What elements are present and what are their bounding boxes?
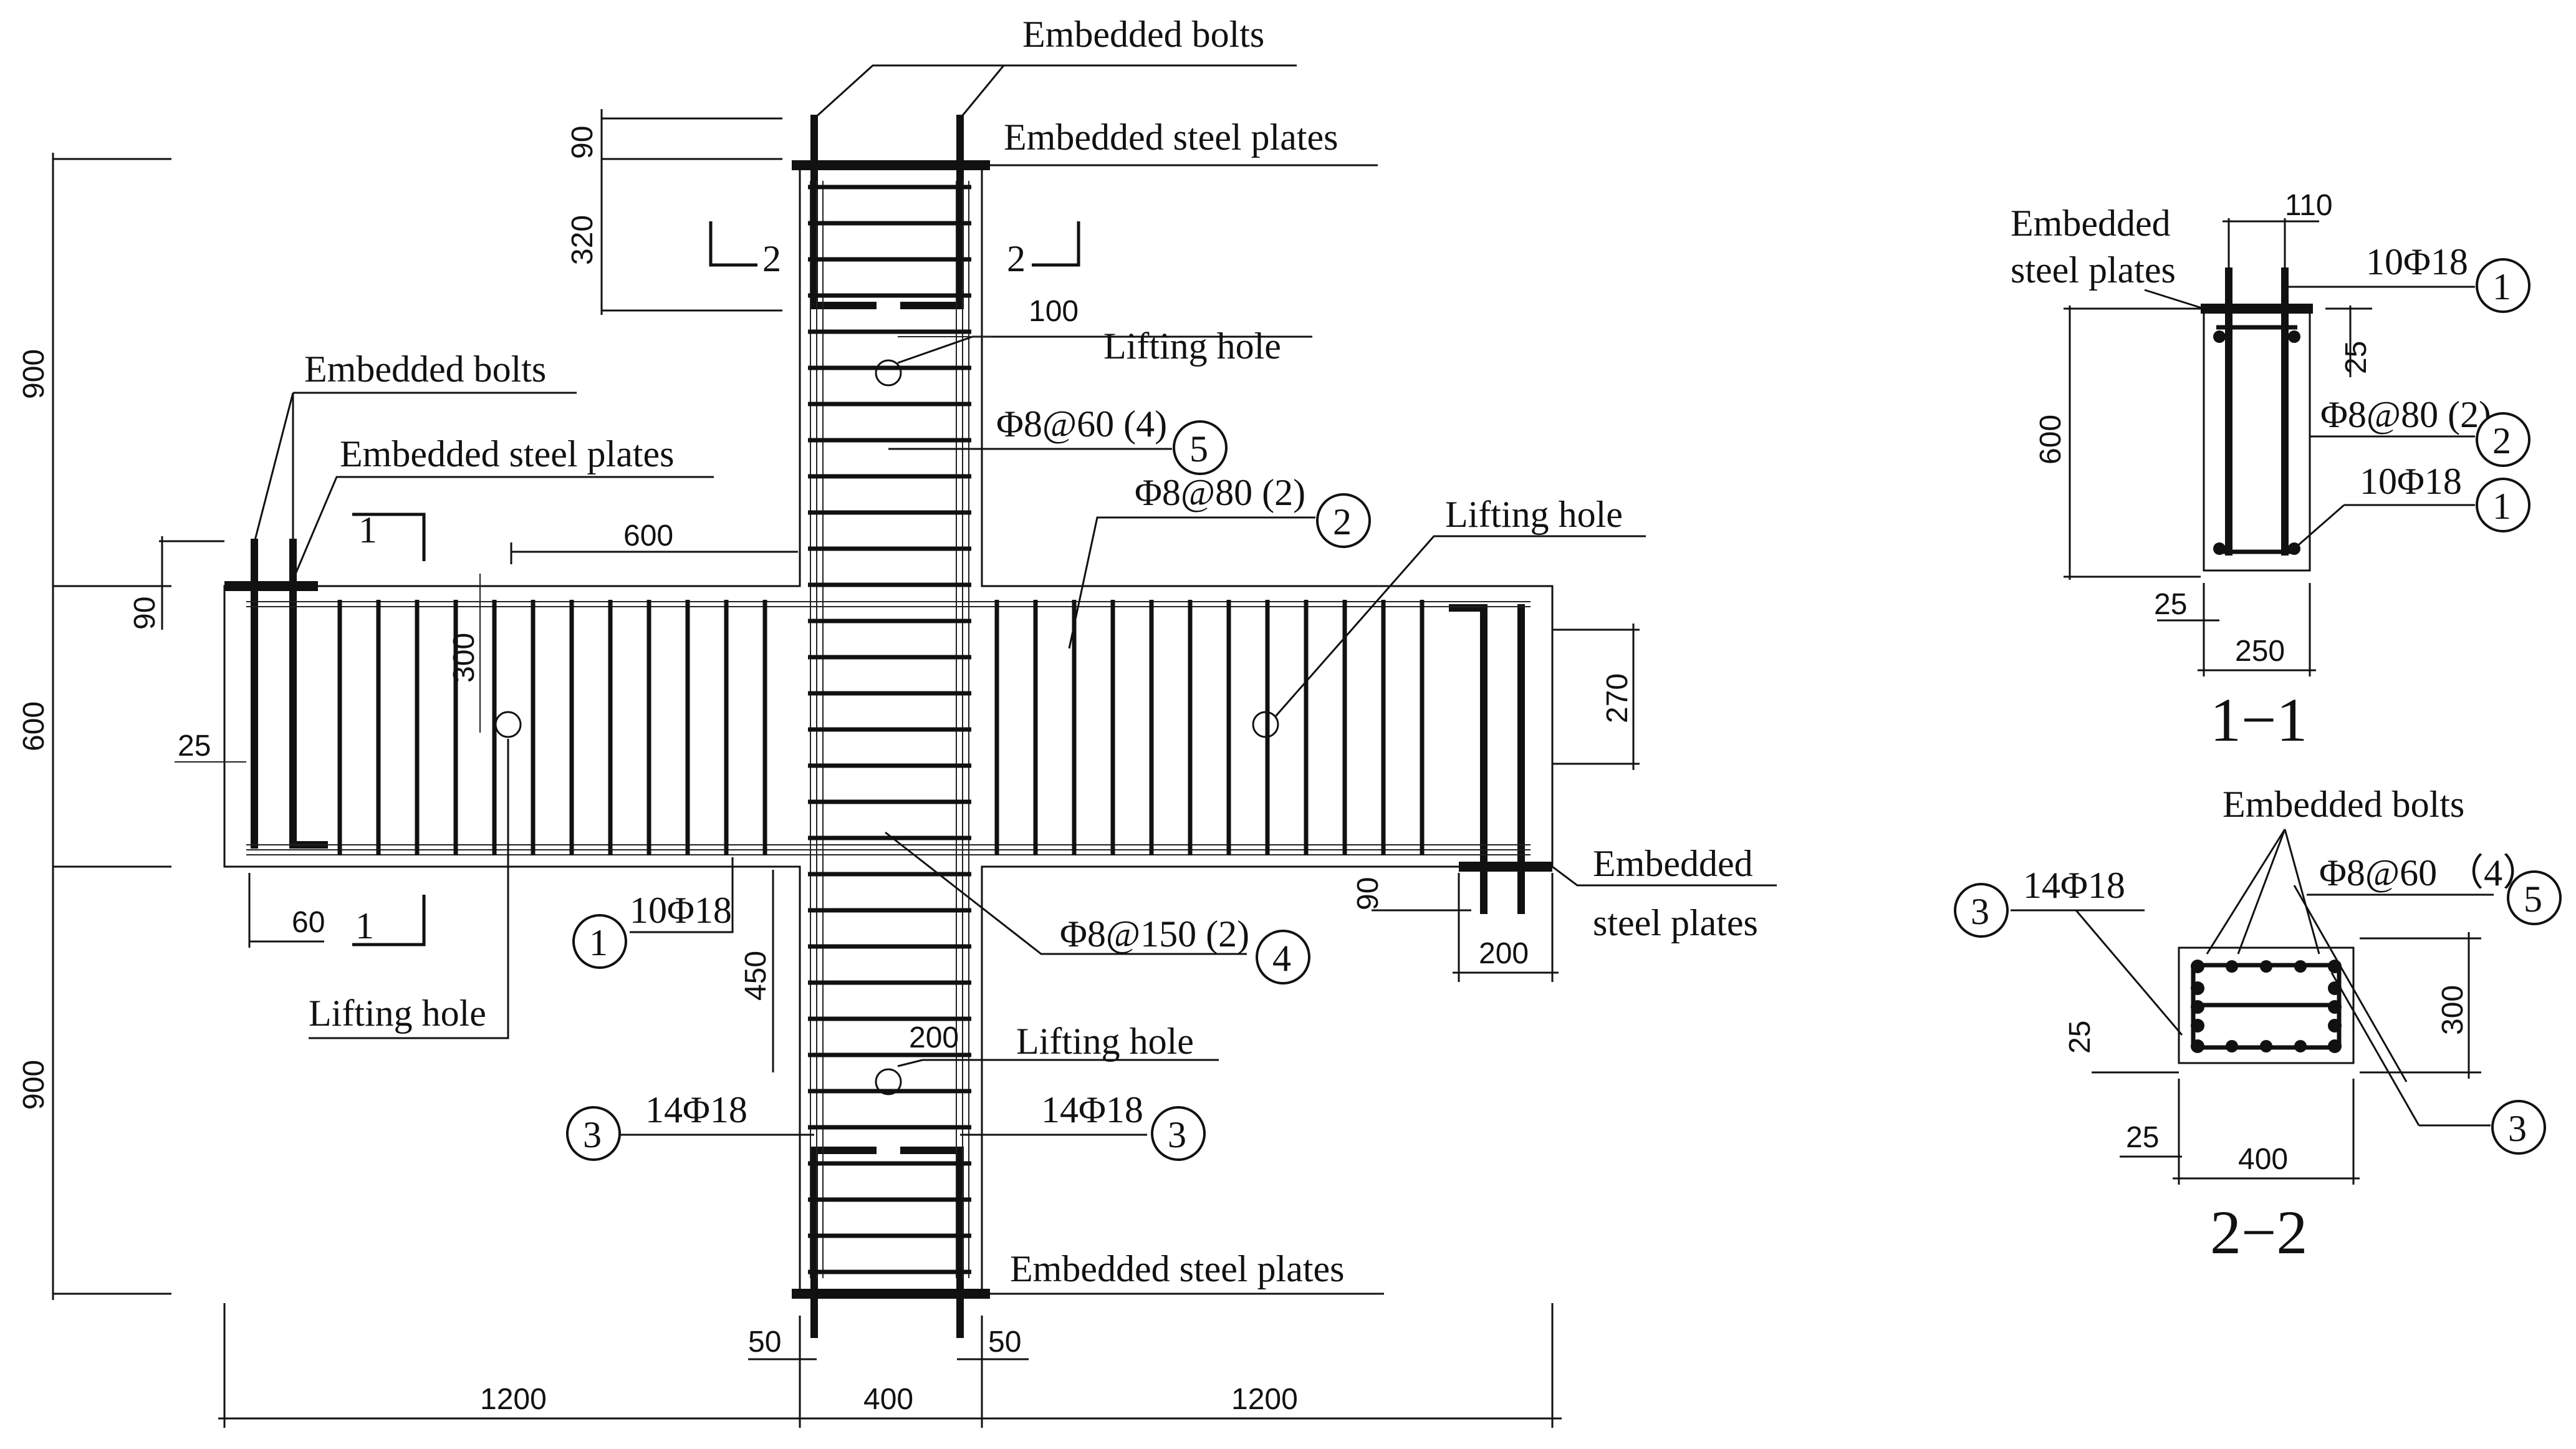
cruciform-specimen [223, 115, 1554, 1338]
dim-25-s11-side: 25 [2340, 341, 2373, 374]
label-steel-plates-left: Embedded steel plates [340, 433, 674, 474]
label-rebar-14d18-left: 14Φ18 [645, 1089, 747, 1130]
marker-3-right: 3 [1168, 1114, 1186, 1155]
dim-300-main: 300 [448, 633, 481, 683]
dim-300-s22: 300 [2436, 985, 2469, 1035]
beam-longitudinal-bars [246, 601, 1531, 855]
label-s11-stirrup: Φ8@80 (2) [2320, 394, 2491, 435]
lifting-hole-bottom [875, 1068, 902, 1095]
label-embedded-bolts-left: Embedded bolts [304, 349, 546, 390]
marker-3-left: 3 [583, 1114, 602, 1155]
dim-900-upper: 900 [17, 349, 50, 399]
label-rebar-10d18-main: 10Φ18 [630, 890, 732, 931]
dim-600-horizontal: 600 [623, 519, 673, 552]
dim-50-right: 50 [988, 1326, 1021, 1359]
dim-250: 250 [2235, 635, 2285, 668]
dim-900-lower: 900 [17, 1060, 50, 1110]
beam-stirrups [337, 600, 1425, 855]
section-2-2: 300 25 400 25 Embedded bolts Φ8@60 （4） 5… [1954, 784, 2562, 1267]
label-steel-plates-bottom: Embedded steel plates [1010, 1248, 1344, 1289]
dim-450: 450 [739, 951, 772, 1001]
dim-200-right: 200 [1479, 937, 1529, 970]
dim-1200-left: 1200 [480, 1383, 547, 1416]
dim-25-s22-bottom: 25 [2126, 1121, 2159, 1154]
lifting-hole-top [875, 359, 902, 387]
marker-1-main: 1 [589, 922, 608, 963]
marker-5-top: 5 [1189, 428, 1208, 469]
dim-200-bottom: 200 [909, 1021, 959, 1054]
section-1-1: 600 250 25 110 25 Embedded steel plates … [2011, 189, 2530, 754]
label-lifting-hole-left: Lifting hole [309, 993, 486, 1034]
label-embedded-right-2: steel plates [1593, 902, 1758, 943]
dim-270: 270 [1601, 673, 1634, 723]
dim-50-left: 50 [748, 1326, 781, 1359]
label-s22-rebar: 14Φ18 [2023, 865, 2125, 906]
main-dimensions: 900 600 900 90 320 90 600 300 25 60 270 [17, 109, 1640, 1428]
label-s22-embedded-bolts: Embedded bolts [2223, 784, 2464, 825]
label-lifting-hole-top: Lifting hole [1103, 325, 1281, 367]
marker-1-s11-top: 1 [2492, 266, 2511, 307]
label-embedded-bolts-top: Embedded bolts [1022, 14, 1264, 55]
label-s11-embedded: Embedded [2011, 203, 2171, 244]
main-annotations: Embedded bolts Embedded steel plates Lif… [253, 14, 1777, 1295]
cut-mark-2-right: 2 [1007, 238, 1026, 279]
label-s22-stirrup: Φ8@60 （4） [2319, 852, 2540, 893]
label-s11-rebar-top: 10Φ18 [2366, 241, 2468, 282]
dim-25-main: 25 [178, 729, 211, 763]
lifting-hole-left [494, 711, 522, 738]
marker-3-s22-left: 3 [1971, 891, 1989, 932]
dim-400-main: 400 [863, 1383, 913, 1416]
dim-90-right: 90 [1352, 877, 1385, 910]
cut-mark-1-top: 1 [358, 509, 377, 551]
title-section-2-2: 2−2 [2210, 1198, 2307, 1267]
cut-mark-2-left: 2 [762, 238, 781, 279]
lifting-hole-right [1252, 711, 1279, 738]
label-rebar-14d18-right: 14Φ18 [1041, 1089, 1143, 1130]
label-steel-plates-top: Embedded steel plates [1004, 117, 1338, 158]
marker-3-s22-right: 3 [2508, 1108, 2527, 1149]
label-lifting-hole-right: Lifting hole [1445, 494, 1623, 535]
label-stirrup-80-2: Φ8@80 (2) [1135, 472, 1305, 513]
dim-1200-right: 1200 [1231, 1383, 1298, 1416]
label-stirrup-60-4: Φ8@60 (4) [996, 403, 1167, 445]
column-stirrups [808, 185, 971, 1274]
label-s11-steel-plates: steel plates [2011, 249, 2176, 291]
label-lifting-hole-bottom: Lifting hole [1016, 1021, 1194, 1062]
dim-600-left: 600 [17, 701, 50, 751]
dim-600-s11: 600 [2034, 415, 2067, 465]
label-embedded-right-1: Embedded [1593, 843, 1753, 884]
title-section-1-1: 1−1 [2210, 685, 2307, 754]
label-stirrup-150-2: Φ8@150 (2) [1060, 913, 1249, 955]
dim-100: 100 [1029, 295, 1079, 328]
dim-60: 60 [292, 906, 325, 939]
dim-90-left: 90 [128, 597, 161, 630]
dim-110: 110 [2285, 189, 2333, 222]
marker-4-main: 4 [1272, 938, 1291, 979]
dim-90-top: 90 [566, 126, 599, 159]
label-s11-rebar-bottom: 10Φ18 [2360, 461, 2462, 502]
dim-320: 320 [566, 215, 599, 265]
marker-2-main: 2 [1333, 501, 1352, 542]
dim-25-s22-side: 25 [2064, 1021, 2097, 1054]
cut-mark-1-bottom: 1 [355, 905, 374, 946]
marker-5-s22: 5 [2524, 879, 2542, 920]
dim-25-s11-bottom: 25 [2154, 588, 2187, 621]
section-2-2-bars [2191, 960, 2342, 1053]
dim-400-s22: 400 [2238, 1143, 2288, 1176]
marker-2-s11: 2 [2492, 420, 2511, 461]
marker-1-s11-bottom: 1 [2492, 486, 2511, 527]
